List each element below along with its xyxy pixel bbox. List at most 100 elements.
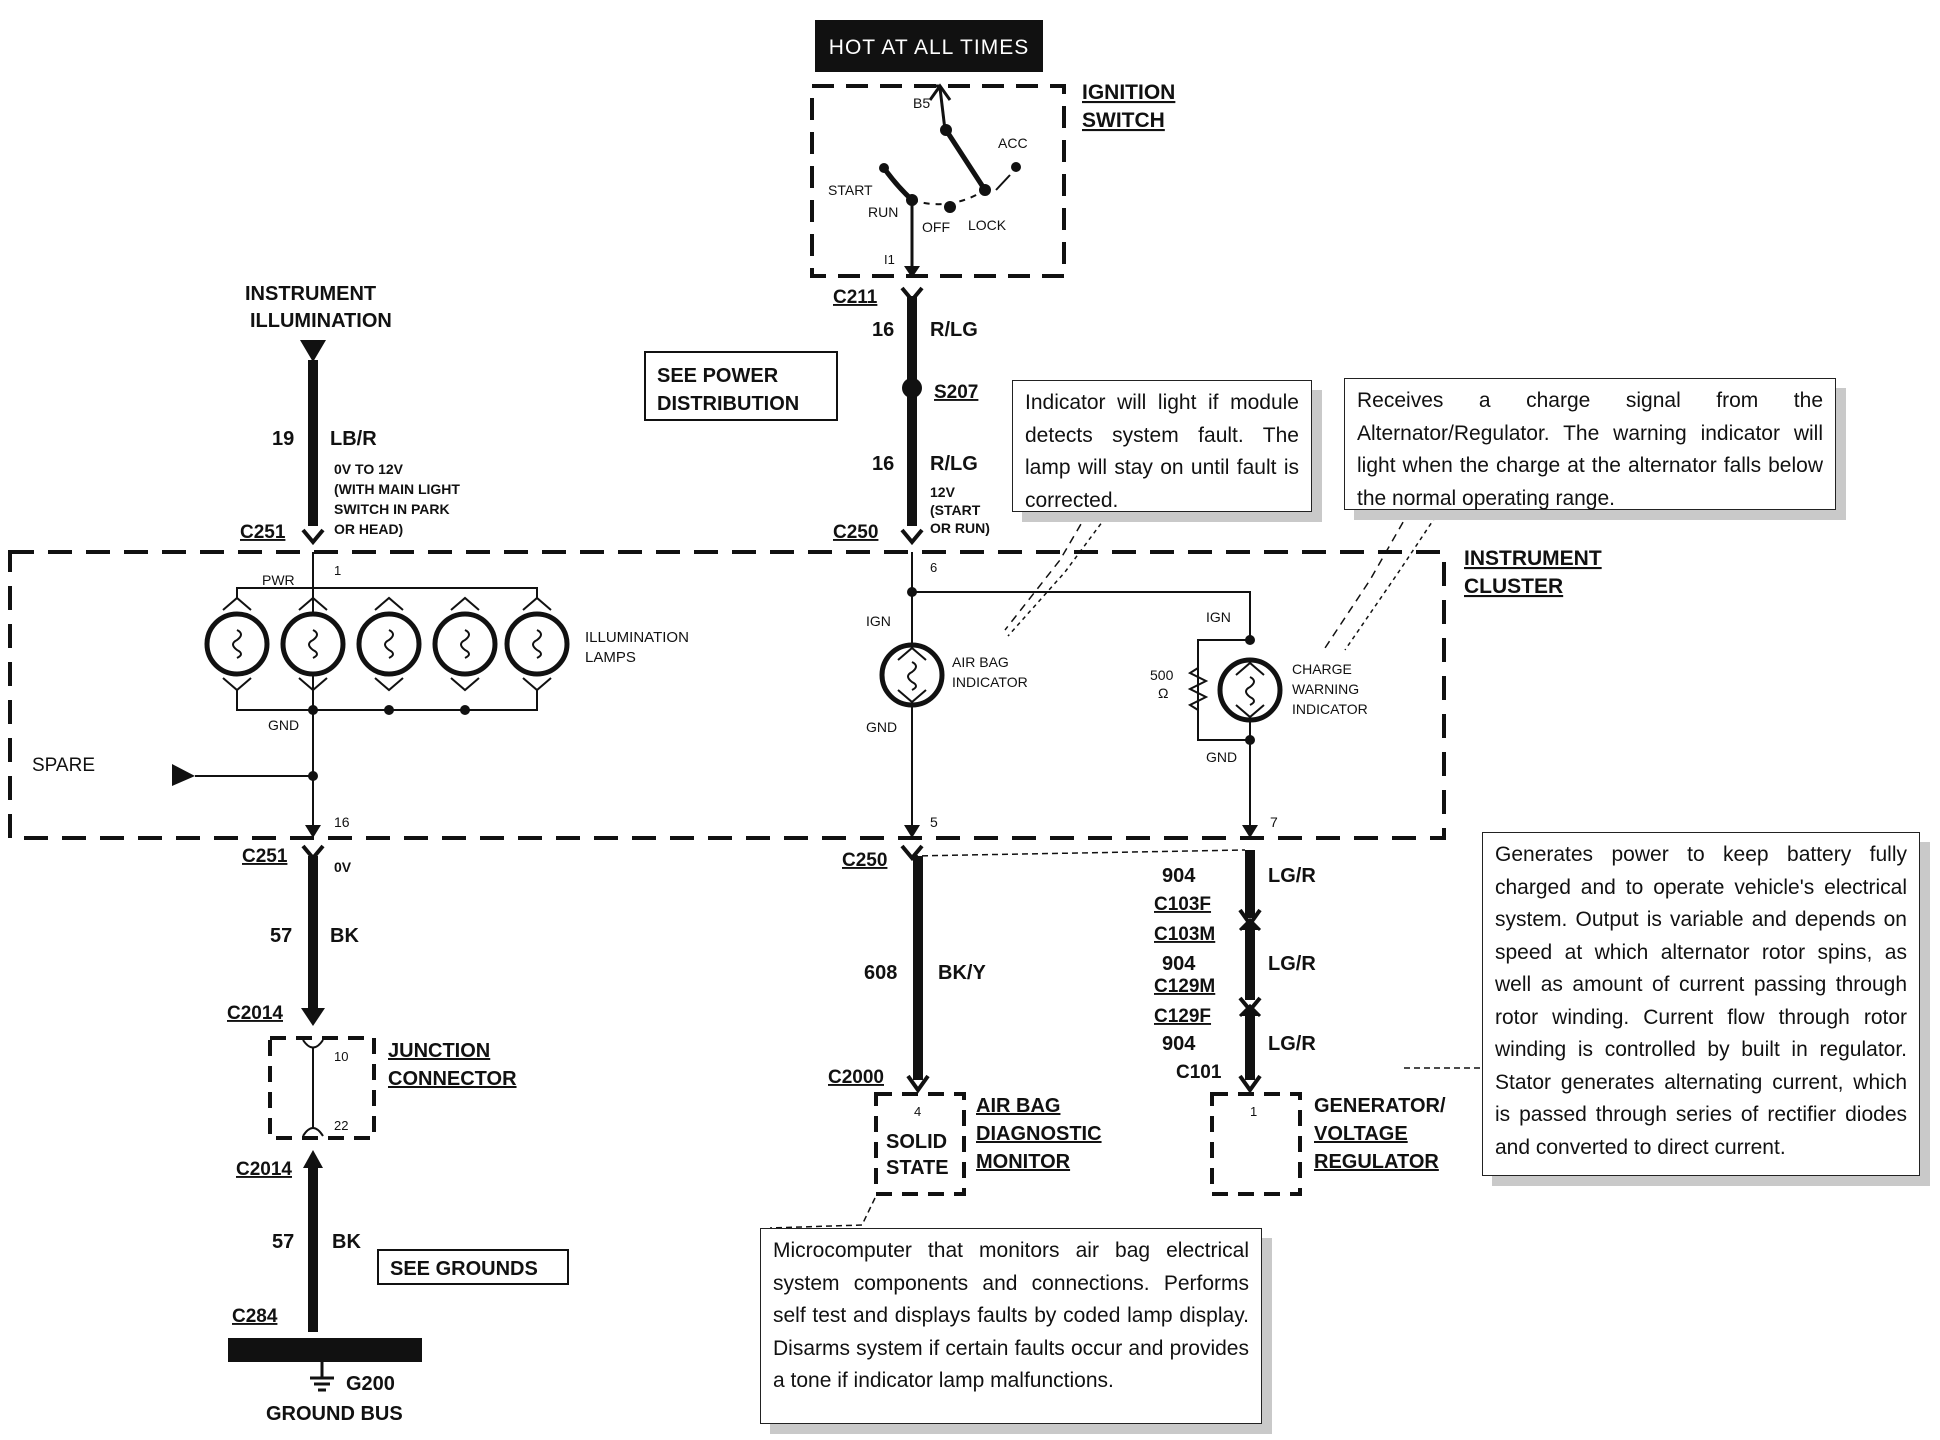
svg-text:19: 19 [272, 428, 294, 450]
svg-text:OR HEAD): OR HEAD) [334, 521, 403, 537]
splice-s207 [902, 378, 922, 398]
svg-text:GROUND BUS: GROUND BUS [266, 1403, 403, 1425]
svg-text:SOLID: SOLID [886, 1131, 947, 1153]
see-power-distribution-box[interactable]: SEE POWER DISTRIBUTION [644, 351, 838, 421]
illumination-lamp [280, 596, 346, 692]
svg-text:5: 5 [930, 814, 938, 830]
svg-text:(START: (START [930, 502, 981, 518]
svg-text:GND: GND [866, 719, 897, 735]
svg-text:904: 904 [1162, 953, 1196, 975]
svg-text:IGN: IGN [1206, 609, 1231, 625]
svg-text:C250: C250 [833, 522, 878, 543]
svg-text:57: 57 [270, 925, 292, 947]
svg-text:LG/R: LG/R [1268, 1033, 1316, 1055]
svg-text:B5: B5 [913, 95, 930, 111]
note-generator-text: Generates power to keep battery fully ch… [1495, 843, 1907, 1159]
svg-text:SEE POWER: SEE POWER [657, 365, 779, 387]
ground-bus-bar [228, 1338, 422, 1362]
svg-text:BK: BK [330, 925, 359, 947]
svg-text:GND: GND [268, 717, 299, 733]
svg-text:INSTRUMENT: INSTRUMENT [245, 283, 376, 305]
svg-text:C211: C211 [833, 287, 878, 308]
svg-text:Ω: Ω [1158, 685, 1168, 701]
svg-text:C2014: C2014 [227, 1003, 283, 1024]
svg-text:0V TO 12V: 0V TO 12V [334, 461, 404, 477]
svg-text:GENERATOR/: GENERATOR/ [1314, 1095, 1446, 1117]
note-generator: Generates power to keep battery fully ch… [1482, 832, 1920, 1176]
svg-text:C251: C251 [242, 846, 288, 867]
svg-text:C103F: C103F [1154, 894, 1211, 915]
ground-path-left: C251 0V 57 BK C2014 10 22 JUNCTION CONNE… [227, 844, 517, 1425]
svg-text:S207: S207 [934, 382, 978, 403]
svg-text:I1: I1 [884, 252, 895, 267]
airbag-monitor-path: C250 608 BK/Y C2000 4 SOLID STATE AIR BA… [828, 844, 1246, 1196]
svg-text:VOLTAGE: VOLTAGE [1314, 1123, 1408, 1145]
svg-text:SWITCH: SWITCH [1082, 109, 1165, 132]
illumination-lamps: 1 PWR ILLUMINATION LAMPS GND SPARE 16 [32, 552, 689, 838]
svg-text:16: 16 [872, 319, 894, 341]
svg-text:C2000: C2000 [828, 1067, 884, 1088]
svg-text:6: 6 [930, 560, 937, 575]
svg-text:1: 1 [1250, 1104, 1257, 1119]
svg-text:C129M: C129M [1154, 976, 1215, 997]
svg-text:LG/R: LG/R [1268, 953, 1316, 975]
illumination-lamp [356, 596, 422, 692]
svg-text:C2014: C2014 [236, 1159, 292, 1180]
svg-text:C101: C101 [1176, 1062, 1222, 1083]
charge-lamp [1217, 657, 1283, 723]
hot-at-all-times-badge: HOT AT ALL TIMES [815, 20, 1043, 72]
svg-text:CONNECTOR: CONNECTOR [388, 1068, 517, 1090]
svg-text:1: 1 [334, 563, 341, 578]
svg-text:INDICATOR: INDICATOR [1292, 701, 1368, 717]
svg-text:AIR BAG: AIR BAG [976, 1095, 1060, 1117]
note-leaders [769, 497, 1480, 1229]
svg-text:16: 16 [334, 814, 350, 830]
svg-text:OR RUN): OR RUN) [930, 520, 990, 536]
svg-text:608: 608 [864, 962, 897, 984]
airbag-indicator-circuit: 6 IGN AIR BAG INDICATOR GND 5 [866, 552, 1251, 838]
svg-text:LAMPS: LAMPS [585, 649, 636, 666]
ignition-switch: IGNITION SWITCH B5 ACC START RUN OFF LOC… [810, 81, 1175, 278]
svg-text:904: 904 [1162, 865, 1196, 887]
svg-text:0V: 0V [334, 859, 352, 875]
svg-text:PWR: PWR [262, 572, 295, 588]
svg-text:G200: G200 [346, 1373, 395, 1395]
svg-text:R/LG: R/LG [930, 319, 978, 341]
see-grounds-box[interactable]: SEE GROUNDS [377, 1249, 569, 1285]
svg-text:INSTRUMENT: INSTRUMENT [1464, 547, 1602, 570]
svg-text:SWITCH IN PARK: SWITCH IN PARK [334, 501, 450, 517]
svg-text:REGULATOR: REGULATOR [1314, 1151, 1439, 1173]
svg-text:MONITOR: MONITOR [976, 1151, 1071, 1173]
svg-text:C129F: C129F [1154, 1006, 1211, 1027]
note-airbag-indicator-text: Indicator will light if module detects s… [1025, 391, 1299, 512]
svg-text:JUNCTION: JUNCTION [388, 1040, 490, 1062]
generator-path: 904 LG/R C103F C103M 904 LG/R C129M C129… [1154, 850, 1446, 1196]
svg-text:AIR BAG: AIR BAG [952, 654, 1009, 670]
svg-text:C250: C250 [842, 850, 887, 871]
power-feed-wire: C211 16 R/LG S207 16 R/LG 12V (START OR … [833, 286, 990, 546]
svg-text:STATE: STATE [886, 1157, 949, 1179]
svg-text:DISTRIBUTION: DISTRIBUTION [657, 393, 799, 415]
svg-text:(WITH MAIN LIGHT: (WITH MAIN LIGHT [334, 481, 460, 497]
svg-text:904: 904 [1162, 1033, 1196, 1055]
svg-text:OFF: OFF [922, 219, 950, 235]
svg-text:GND: GND [1206, 749, 1237, 765]
svg-text:LB/R: LB/R [330, 428, 377, 450]
svg-text:LOCK: LOCK [968, 217, 1007, 233]
instrument-cluster-box: INSTRUMENT CLUSTER [8, 547, 1602, 840]
svg-text:12V: 12V [930, 484, 956, 500]
svg-text:BK/Y: BK/Y [938, 962, 986, 984]
note-charge-text: Receives a charge signal from the Altern… [1357, 389, 1823, 510]
svg-text:ACC: ACC [998, 135, 1028, 151]
svg-text:IGN: IGN [866, 613, 891, 629]
svg-text:START: START [828, 182, 873, 198]
note-monitor: Microcomputer that monitors air bag elec… [760, 1228, 1262, 1424]
svg-text:WARNING: WARNING [1292, 681, 1359, 697]
svg-text:R/LG: R/LG [930, 453, 978, 475]
svg-text:500: 500 [1150, 667, 1174, 683]
svg-text:INDICATOR: INDICATOR [952, 674, 1028, 690]
svg-text:HOT AT ALL TIMES: HOT AT ALL TIMES [829, 36, 1029, 59]
illumination-lamp [432, 596, 498, 692]
svg-text:22: 22 [334, 1118, 348, 1133]
